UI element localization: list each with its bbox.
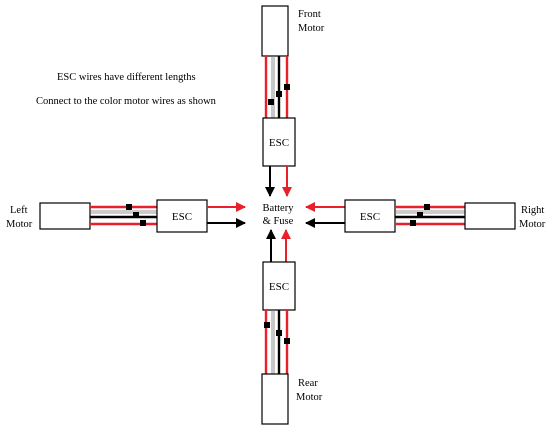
rear-esc-label: ESC (269, 281, 289, 293)
right-motor-box (464, 202, 516, 230)
right-motor-label-line1: Right (521, 205, 544, 216)
front-connector-2 (276, 91, 282, 97)
rear-motor-label-line1: Rear (298, 378, 318, 389)
right-esc-box (344, 199, 396, 233)
right-motor-label-line2: Motor (519, 219, 546, 230)
left-motor-label-line2: Motor (6, 219, 33, 230)
front-connector-1 (268, 99, 274, 105)
right-connector-1 (424, 204, 430, 210)
left-branch: Left Motor ESC (6, 199, 246, 233)
front-connector-3 (284, 84, 290, 90)
note-connect-colors: Connect to the color motor wires as show… (36, 96, 217, 107)
rear-connector-2 (276, 330, 282, 336)
rear-motor-label-line2: Motor (296, 392, 323, 403)
note-wire-lengths: ESC wires have different lengths (57, 72, 196, 83)
left-motor-label-line1: Left (10, 205, 28, 216)
battery-label-line1: Battery (263, 203, 295, 214)
front-motor-label-line1: Front (298, 9, 321, 20)
left-esc-box (156, 199, 208, 233)
left-motor-box (39, 202, 91, 230)
battery-fuse: Battery & Fuse (263, 203, 295, 227)
rear-branch: ESC Rear Motor (261, 229, 323, 425)
left-connector-2 (133, 212, 139, 218)
right-esc-label: ESC (360, 211, 380, 223)
rear-connector-3 (284, 338, 290, 344)
rear-motor-box (261, 373, 289, 425)
front-motor-box (261, 5, 289, 57)
left-esc-label: ESC (172, 211, 192, 223)
front-branch: Front Motor ESC (261, 5, 325, 197)
right-connector-3 (410, 220, 416, 226)
front-motor-label-line2: Motor (298, 23, 325, 34)
battery-label-line2: & Fuse (263, 216, 294, 227)
left-connector-1 (126, 204, 132, 210)
right-connector-2 (417, 212, 423, 218)
rear-connector-1 (264, 322, 270, 328)
right-branch: ESC Right Motor (305, 199, 546, 233)
front-esc-box (262, 117, 296, 167)
left-connector-3 (140, 220, 146, 226)
front-esc-label: ESC (269, 137, 289, 149)
